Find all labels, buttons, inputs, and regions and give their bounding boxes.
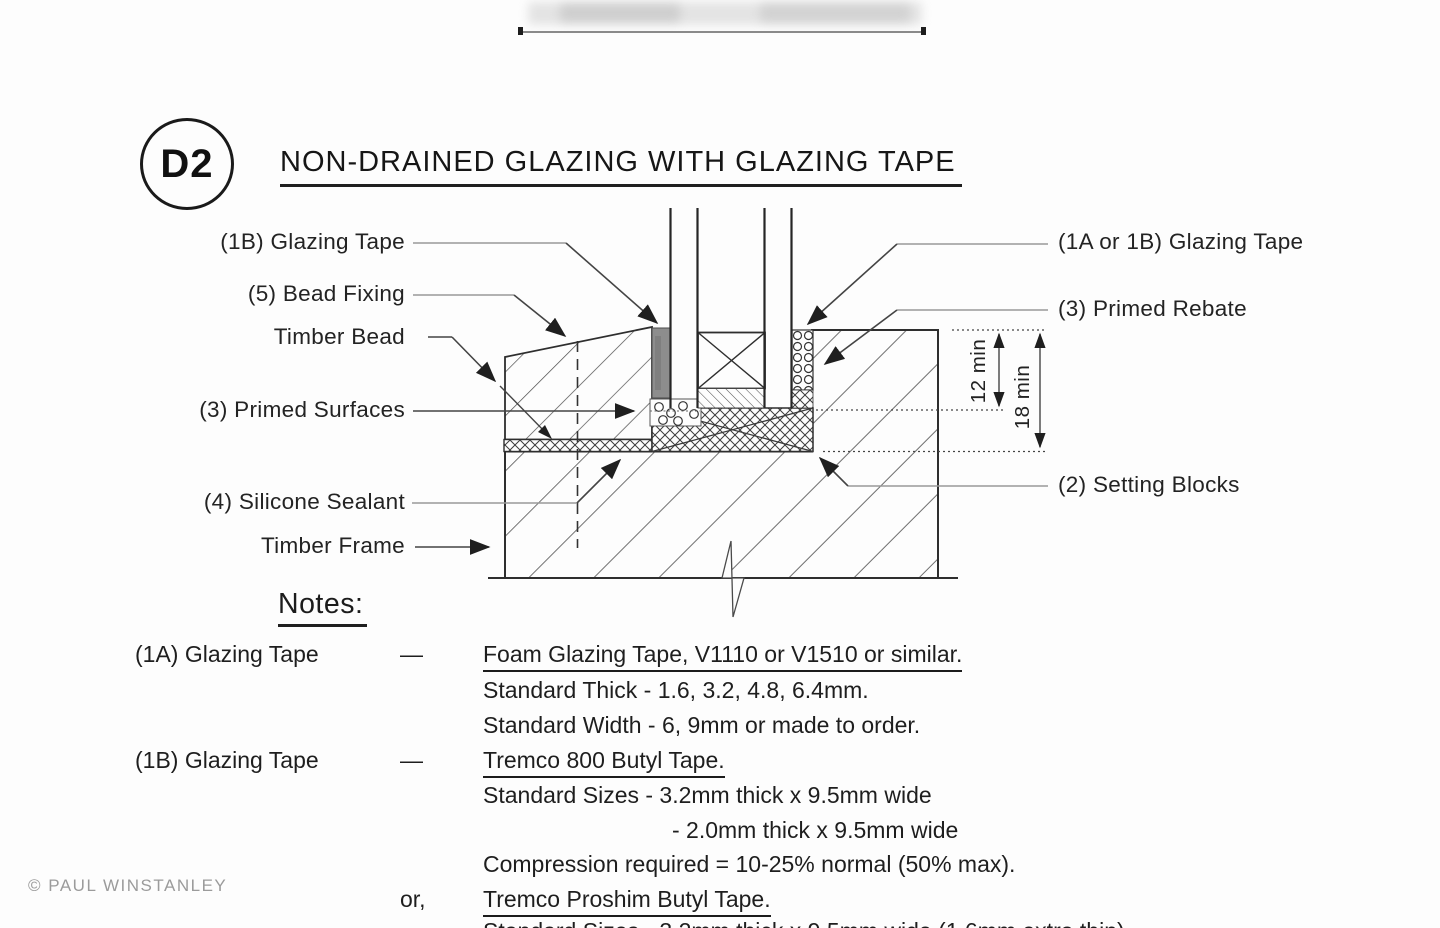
drawing-title-wrap: NON-DRAINED GLAZING WITH GLAZING TAPE xyxy=(280,146,962,187)
note-text: Tremco 800 Butyl Tape. xyxy=(483,747,725,778)
notes-heading: Notes: xyxy=(278,588,368,627)
note-row: Standard Thick - 1.6, 3.2, 4.8, 6.4mm. xyxy=(0,677,1440,709)
note-text: Compression required = 10-25% normal (50… xyxy=(483,851,1016,877)
note-dash: — xyxy=(400,641,423,667)
note-label: (1B) Glazing Tape xyxy=(135,747,319,773)
leader-lines-left xyxy=(412,242,659,555)
note-dash: — xyxy=(400,747,423,773)
detail-code-bubble: D2 xyxy=(140,118,234,210)
note-row: Standard Sizes - 3.2mm thick x 9.5mm wid… xyxy=(0,782,1440,814)
glazing-tape-right xyxy=(791,329,814,391)
note-dash: or, xyxy=(400,886,426,912)
note-text: Standard Width - 6, 9mm or made to order… xyxy=(483,712,921,738)
note-text: Standard Sizes - 3.2mm thick x 9.5mm wid… xyxy=(483,782,932,808)
copyright-watermark: © PAUL WINSTANLEY xyxy=(28,876,228,895)
drawing-title: NON-DRAINED GLAZING WITH GLAZING TAPE xyxy=(280,146,962,187)
note-text: Foam Glazing Tape, V1110 or V1510 or sim… xyxy=(483,641,963,672)
top-rule-line xyxy=(521,31,925,33)
label-setting-blocks: (2) Setting Blocks xyxy=(1058,472,1240,497)
label-glazing-tape-1b: (1B) Glazing Tape xyxy=(220,229,405,254)
note-row: (1B) Glazing Tape — Tremco 800 Butyl Tap… xyxy=(0,747,1440,779)
note-row: Standard Sizes - 3.2mm thick x 9.5mm wid… xyxy=(0,918,1440,928)
label-timber-bead: Timber Bead xyxy=(273,324,405,349)
scan-blur-artifact xyxy=(760,4,910,22)
dimension-lines xyxy=(816,329,1047,453)
glazing-tape-right-lower xyxy=(791,389,814,409)
label-primed-rebate: (3) Primed Rebate xyxy=(1058,296,1247,321)
detail-code: D2 xyxy=(160,141,214,186)
top-rule-left-tick xyxy=(518,27,523,35)
glazing-tape-left-shade xyxy=(655,336,661,390)
top-rule-right-tick xyxy=(921,27,926,35)
primed-surface-patch xyxy=(649,398,702,427)
glass-panes xyxy=(669,208,793,408)
label-timber-frame: Timber Frame xyxy=(260,533,405,558)
note-text: - 2.0mm thick x 9.5mm wide xyxy=(672,817,959,843)
label-silicone-sealant: (4) Silicone Sealant xyxy=(203,489,405,514)
note-label: (1A) Glazing Tape xyxy=(135,641,319,667)
note-row: Compression required = 10-25% normal (50… xyxy=(0,851,1440,883)
note-text: Tremco Proshim Butyl Tape. xyxy=(483,886,771,917)
label-bead-fixing: (5) Bead Fixing xyxy=(247,281,405,306)
label-primed-surfaces: (3) Primed Surfaces xyxy=(199,397,405,422)
section-break-mark xyxy=(721,540,745,618)
note-text: Standard Thick - 1.6, 3.2, 4.8, 6.4mm. xyxy=(483,677,869,703)
dimension-12min: 12 min xyxy=(967,339,990,404)
note-row: or, Tremco Proshim Butyl Tape. xyxy=(0,886,1440,918)
label-glazing-tape-1a1b: (1A or 1B) Glazing Tape xyxy=(1058,229,1304,254)
note-row: (1A) Glazing Tape — Foam Glazing Tape, V… xyxy=(0,641,1440,673)
glazing-unit-spacer xyxy=(697,331,766,409)
note-row: - 2.0mm thick x 9.5mm wide xyxy=(0,817,1440,849)
scan-blur-artifact xyxy=(560,4,680,22)
timber-bead-section xyxy=(504,325,653,441)
leader-lines-right xyxy=(806,243,1048,487)
note-text: Standard Sizes - 3.2mm thick x 9.5mm wid… xyxy=(483,918,1125,928)
note-row: Standard Width - 6, 9mm or made to order… xyxy=(0,712,1440,744)
dimension-18min: 18 min xyxy=(1011,365,1034,430)
